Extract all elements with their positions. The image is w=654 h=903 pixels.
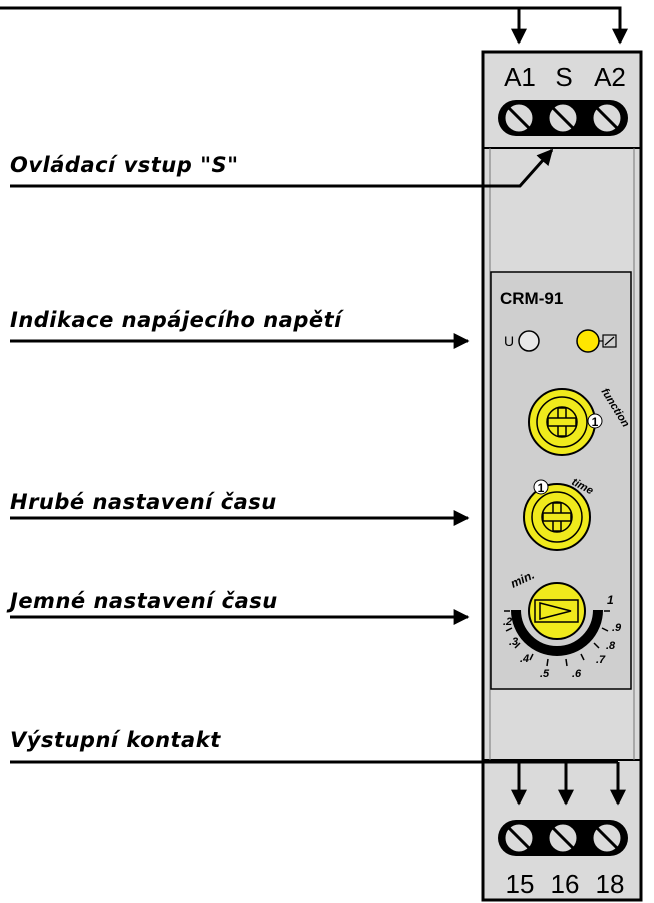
relay-led-icon [576, 329, 600, 353]
fine-time-label: Jemné nastavení času [10, 589, 278, 613]
control-input-label: Ovládací vstup "S" [10, 153, 239, 177]
supply-led-icon [518, 330, 540, 352]
screw-s-icon [546, 101, 580, 135]
time-knob[interactable] [523, 483, 591, 551]
dial-mark-0-3: .3 [509, 636, 518, 648]
fine-time-knob[interactable] [528, 582, 586, 640]
function-position-dot [587, 413, 603, 429]
supply-indication-label: Indikace napájecího napětí [10, 308, 342, 332]
function-knob[interactable] [528, 388, 596, 456]
dial-mark-0-4: .4 [520, 653, 529, 665]
fine-dial-scale-arc [511, 609, 603, 656]
fine-dial-ticks [504, 610, 610, 667]
relay-symbol-icon [599, 334, 617, 348]
dial-mark-0-2: .2 [503, 616, 512, 628]
led-u-label: U [504, 333, 514, 349]
terminal-a1-label: A1 [504, 62, 536, 92]
dial-mark-0-8: .8 [606, 640, 616, 652]
model-label: CRM-91 [500, 289, 563, 308]
terminal-16-label: 16 [551, 869, 580, 899]
terminal-s-label: S [555, 62, 572, 92]
dial-mark-0-6: .6 [572, 668, 582, 680]
terminal-a2-label: A2 [594, 62, 626, 92]
time-value: 1 [538, 481, 545, 495]
coarse-time-label: Hrubé nastavení času [10, 490, 277, 514]
screw-16-icon [546, 821, 580, 855]
screw-a1-icon [502, 101, 536, 135]
supply-line-a2 [519, 6, 628, 45]
control-input-pointer [10, 148, 554, 188]
screw-15-icon [502, 821, 536, 855]
terminal-15-label: 15 [506, 869, 535, 899]
screw-a2-icon [590, 101, 624, 135]
dial-mark-0-7: .7 [596, 654, 606, 666]
screw-18-icon [590, 821, 624, 855]
time-position-dot [533, 479, 549, 495]
function-value: 1 [592, 415, 599, 429]
terminal-18-label: 18 [596, 869, 625, 899]
dial-mark-0-5: .5 [540, 668, 550, 680]
output-contact-label: Výstupní kontakt [10, 728, 221, 752]
dial-mark-1: 1 [607, 593, 614, 607]
dial-mark-0-9: .9 [612, 622, 622, 634]
supply-line-a1 [0, 6, 527, 45]
